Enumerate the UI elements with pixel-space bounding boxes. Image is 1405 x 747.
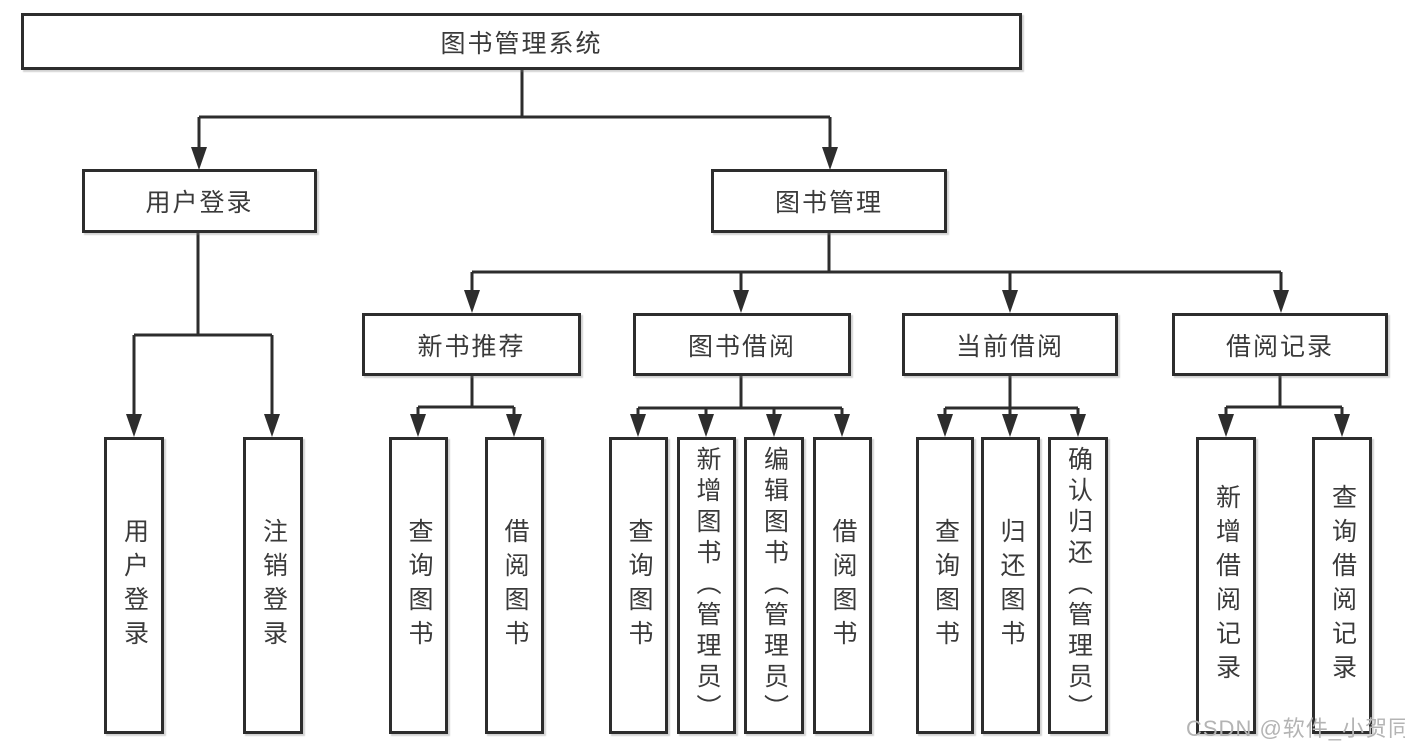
node-book-management: 图书管理 [711, 169, 947, 233]
leaf-add-books-admin: 新增图书（管理员） [677, 437, 736, 734]
node-borrowing-records: 借阅记录 [1172, 313, 1388, 376]
arrowheads [126, 147, 1350, 437]
leaf-add-borrow-record: 新增借阅记录 [1196, 437, 1256, 734]
leaf-edit-books-admin: 编辑图书（管理员） [744, 437, 804, 734]
node-user-login: 用户登录 [82, 169, 317, 233]
node-library-management-system: 图书管理系统 [21, 13, 1022, 70]
leaf-query-books-current: 查询图书 [916, 437, 974, 734]
leaf-query-books-borrowing: 查询图书 [609, 437, 668, 734]
node-current-borrowing: 当前借阅 [902, 313, 1118, 376]
leaf-user-login: 用户登录 [104, 437, 164, 734]
node-new-book-recommendation: 新书推荐 [362, 313, 581, 376]
leaf-borrow-books-recommend: 借阅图书 [485, 437, 544, 734]
leaf-return-books: 归还图书 [981, 437, 1040, 734]
leaf-borrow-books: 借阅图书 [813, 437, 872, 734]
leaf-confirm-return-admin: 确认归还（管理员） [1048, 437, 1108, 734]
node-book-borrowing: 图书借阅 [633, 313, 851, 376]
csdn-watermark: CSDN @软件_小贺同学 [1186, 716, 1405, 741]
leaf-query-borrow-record: 查询借阅记录 [1312, 437, 1372, 734]
leaf-logout: 注销登录 [243, 437, 303, 734]
leaf-query-books-recommend: 查询图书 [389, 437, 448, 734]
